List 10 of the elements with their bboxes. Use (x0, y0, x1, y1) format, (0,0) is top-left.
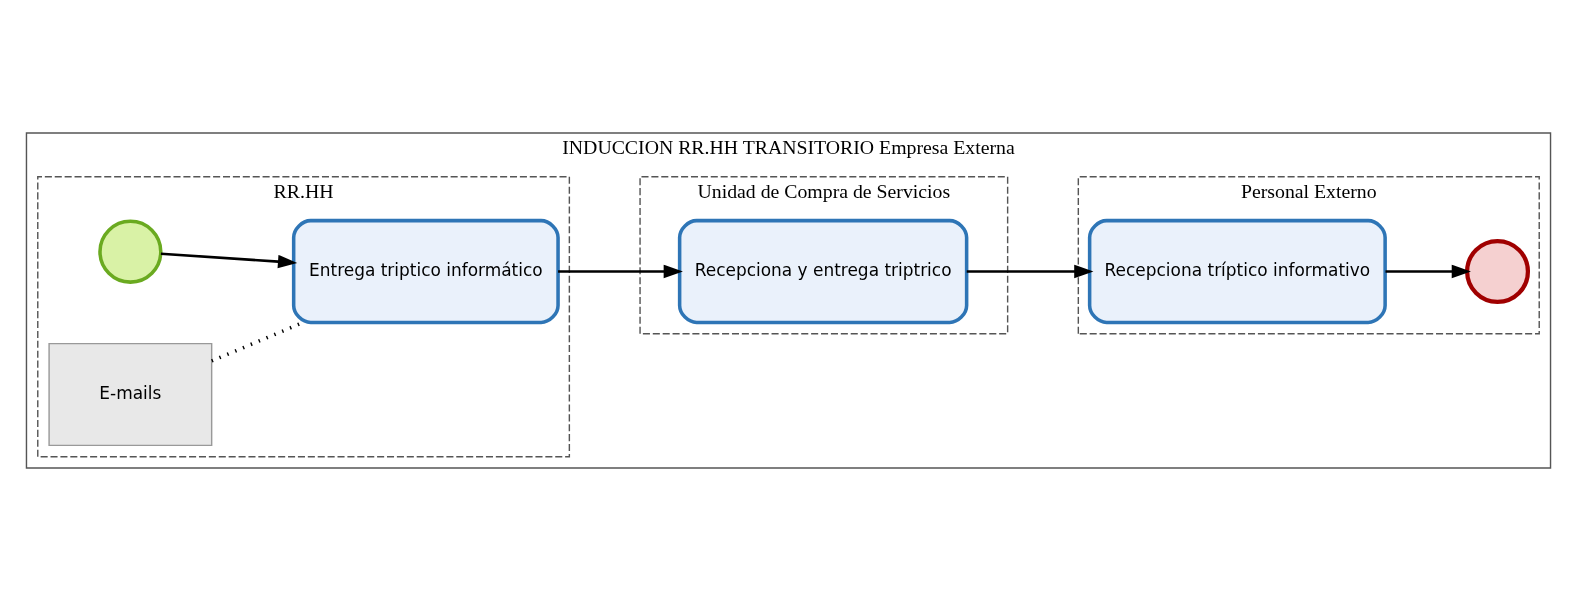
arrow (1385, 264, 1471, 278)
node-box: E-mails (48, 342, 213, 446)
arrow (966, 264, 1094, 278)
node-circle (1465, 238, 1531, 304)
arrow (558, 264, 683, 278)
node-box: Recepciona tríptico informativo (1087, 218, 1387, 324)
node-box: Entrega triptico informático (291, 218, 560, 324)
arrow (160, 251, 298, 268)
node-circle (98, 219, 163, 284)
node-box: Recepciona y entrega triptrico (677, 218, 969, 324)
